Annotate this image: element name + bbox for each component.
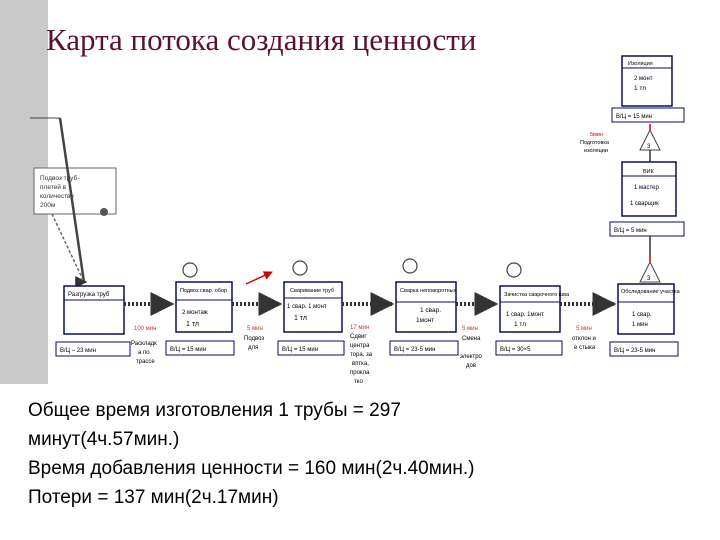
insulation-header: Изоляция	[628, 61, 653, 67]
vik-cycle: В/Ц = 5 мин	[614, 228, 647, 234]
prep-label-line-3: изоляции	[584, 148, 608, 154]
wait-1: 100 мин Раскладк а по трассе	[131, 326, 157, 365]
wait-1-line-3: трассе	[136, 359, 155, 365]
page-title: Карта потока создания ценности	[46, 22, 477, 57]
wait-3-time: 17 мин	[350, 325, 369, 331]
summary-line-1: Общее время изготовления 1 трубы = 297	[28, 400, 401, 421]
wait-1-line-1: Раскладк	[131, 341, 157, 347]
step-6-cycle: В/Ц = 23-5 мин	[614, 348, 655, 354]
operator-icon	[506, 262, 522, 278]
wait-3: 17 мин Сдвиг центра тора, за вптка, прок…	[350, 325, 373, 385]
supplier-dot	[100, 208, 108, 216]
vik-header: ВИК	[643, 169, 655, 175]
wait-5-line-1: отклон и	[572, 336, 596, 342]
push-line	[58, 117, 86, 283]
operator-icon	[182, 262, 198, 278]
wait-3-line-6: тко	[354, 379, 363, 385]
supplier-line-1: Подвоз труб-	[40, 174, 79, 182]
step-5-cycle: В/Ц = 30×5	[500, 347, 531, 353]
step-6: Обследование участка 1 свар. 1 мин В/Ц =…	[609, 283, 681, 357]
step-4-cycle: В/Ц = 23-5 мин	[394, 347, 435, 353]
triangle-2-label: 3	[647, 276, 651, 282]
prep-label-line-2: Подготовка	[580, 140, 610, 146]
prep-label-line-1: 5мин	[590, 132, 603, 138]
wait-4-line-4: дов	[466, 363, 476, 369]
wait-4-line-3: электро	[460, 354, 483, 360]
wait-2-line-1: Подвоз	[244, 336, 264, 342]
step-3-ops: 1 свар. 1 монт	[287, 304, 327, 310]
summary-line-3: Время добавления ценности = 160 мин(2ч.4…	[28, 458, 475, 479]
supplier-line-4: 200м	[40, 202, 56, 209]
vik-box: ВИК 1 мастер 1 сварщик В/Ц = 5 мин	[609, 161, 685, 237]
insulation-ops: 2 монт	[634, 76, 653, 82]
step-6-workers: 1 мин	[632, 322, 648, 328]
wait-3-line-4: вптка,	[352, 361, 369, 367]
wait-3-line-1: Сдвиг	[350, 334, 367, 340]
step-5-header: Зачистка сварочного шва	[504, 292, 570, 298]
insulation-box: Изоляция 2 монт 1 тл В/Ц = 15 мин	[611, 55, 685, 123]
vik-workers: 1 сварщик	[630, 201, 659, 207]
supplier-line-2: плетей в	[40, 183, 67, 191]
wait-4-line-1: Смена	[462, 336, 481, 342]
vik-ops: 1 мастер	[634, 185, 659, 191]
step-3: Сваривание труб 1 свар. 1 монт 1 тл В/Ц …	[277, 260, 345, 356]
red-arrow	[245, 271, 273, 285]
step-3-cycle: В/Ц = 15 мин	[282, 347, 318, 353]
wait-5-line-2: е стыка	[574, 345, 596, 351]
wait-5: 5 мин отклон и е стыка	[572, 326, 596, 351]
step-2: Подвоз свар. обор 2 монтаж 1 тл В/Ц = 15…	[165, 262, 235, 356]
supplier-line-3: количестве	[40, 193, 74, 200]
triangle-2: 3	[639, 256, 661, 283]
step-3-workers: 1 тл	[294, 315, 307, 322]
operator-icon	[292, 260, 308, 276]
operator-icon	[402, 258, 418, 274]
step-4-workers: 1монт	[416, 317, 434, 324]
wait-3-line-2: центра	[350, 343, 370, 349]
value-stream-map: Подвоз труб- плетей в количестве 200м Ра…	[30, 55, 685, 385]
step-4-ops: 1 свар.	[420, 307, 441, 314]
wait-3-line-5: прокла	[350, 370, 370, 376]
insulation-cycle: В/Ц = 15 мин	[616, 114, 652, 120]
triangle-1: 3	[639, 124, 661, 151]
supply-line	[51, 213, 85, 283]
step-6-header: Обследование участка	[621, 289, 681, 295]
step-4-header: Сварка неповоротных	[400, 288, 457, 294]
wait-3-line-3: тора, за	[350, 352, 373, 358]
step-3-header: Сваривание труб	[290, 288, 334, 294]
step-5-ops: 1 свар. 1монт	[506, 312, 544, 318]
summary-line-2: минут(4ч.57мин.)	[28, 429, 180, 450]
step-2-cycle: В/Ц = 15 мин	[170, 347, 206, 353]
wait-1-line-2: а по	[138, 350, 150, 356]
wait-2-time: 5 мин	[247, 326, 263, 332]
step-1-header: Разгрузка труб	[68, 292, 110, 298]
wait-2: 5 мин Подвоз для	[244, 326, 264, 351]
prep-label: 5мин Подготовка изоляции	[580, 132, 610, 154]
step-4: Сварка неповоротных 1 свар. 1монт В/Ц = …	[389, 258, 459, 356]
summary: Общее время изготовления 1 трубы = 297 м…	[28, 396, 474, 512]
summary-line-4: Потери = 137 мин(2ч.17мин)	[28, 487, 279, 508]
step-5: Зачистка сварочного шва 1 свар. 1монт 1 …	[495, 262, 570, 356]
step-2-ops: 2 монтаж	[182, 310, 208, 316]
wait-4: 5 мин Смена электро дов	[460, 326, 483, 369]
step-6-ops: 1 свар.	[632, 312, 652, 318]
step-2-workers: 1 тл	[186, 321, 199, 328]
wait-4-time: 5 мин	[462, 326, 478, 332]
triangle-1-label: 3	[647, 144, 651, 150]
wait-1-time: 100 мин	[134, 326, 156, 332]
step-1-cycle: В/Ц – 23 мин	[60, 348, 96, 354]
supplier-box: Подвоз труб- плетей в количестве 200м	[33, 167, 117, 216]
wait-5-time: 5 мин	[576, 326, 592, 332]
step-5-workers: 1 тл	[514, 321, 526, 328]
step-2-header: Подвоз свар. обор	[180, 288, 227, 294]
insulation-workers: 1 тл	[634, 85, 646, 92]
step-1: Разгрузка труб В/Ц – 23 мин	[55, 285, 131, 357]
wait-2-line-2: для	[248, 345, 258, 351]
